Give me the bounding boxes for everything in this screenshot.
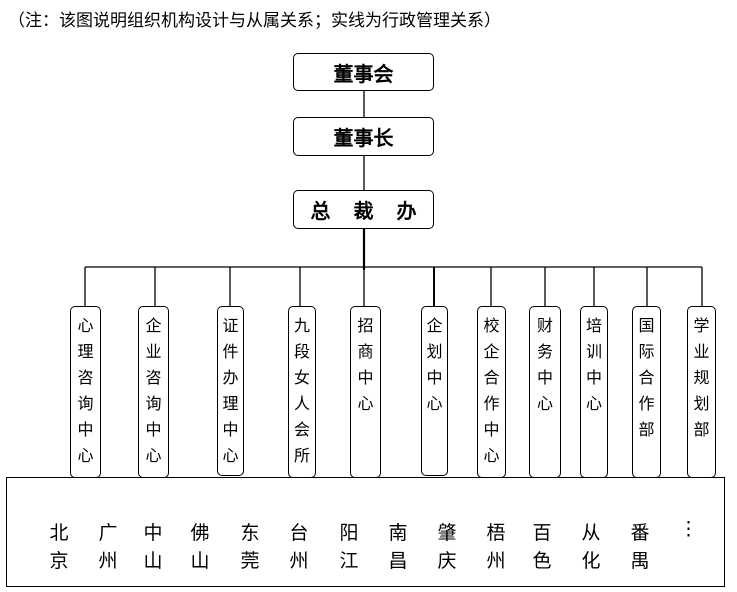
city-char-bottom: 色 [532, 550, 552, 572]
department-label: 校企合作中心 [483, 316, 500, 465]
city-name: 肇庆 [435, 519, 459, 575]
city-char-top: 台 [289, 522, 309, 544]
city-name: 东莞 [238, 519, 262, 575]
more-cities-ellipsis: ⋮ [679, 518, 698, 540]
department-label: 心理咨询中心 [77, 316, 94, 465]
city-name: 阳江 [337, 519, 361, 575]
department-label: 财务中心 [537, 316, 554, 413]
city-char-bottom: 莞 [240, 550, 260, 572]
city-char-top: 东 [240, 522, 260, 544]
diagram-note: （注：该图说明组织机构设计与从属关系；实线为行政管理关系） [8, 11, 501, 31]
city-char-top: 从 [581, 522, 601, 544]
department-node: 国际合作部 [632, 306, 661, 478]
city-char-bottom: 京 [49, 550, 69, 572]
city-char-bottom: 州 [289, 550, 309, 572]
city-char-top: 佛 [190, 522, 210, 544]
department-node: 企业咨询中心 [138, 306, 169, 478]
city-char-bottom: 山 [190, 550, 210, 572]
chairman-node: 董事长 [293, 117, 434, 156]
city-name: 佛山 [188, 519, 212, 575]
department-label: 企业咨询中心 [145, 316, 162, 465]
department-label: 企划中心 [426, 316, 443, 413]
department-node: 校企合作中心 [477, 306, 506, 478]
department-node: 企划中心 [421, 306, 448, 476]
city-name: 广州 [96, 519, 120, 575]
city-char-bottom: 昌 [388, 550, 408, 572]
department-label: 学业规划部 [693, 316, 710, 439]
city-name: 番禺 [628, 519, 652, 575]
department-label: 九段女人会所 [294, 316, 311, 465]
department-node: 心理咨询中心 [70, 306, 101, 478]
city-char-top: 肇 [437, 522, 457, 544]
department-node: 培训中心 [580, 306, 608, 478]
city-name: 从化 [579, 519, 603, 575]
city-char-bottom: 化 [581, 550, 601, 572]
city-char-top: 番 [630, 522, 650, 544]
city-char-top: 广 [98, 522, 118, 544]
department-node: 证件办理中心 [217, 306, 244, 476]
city-char-bottom: 州 [486, 550, 506, 572]
city-char-top: 中 [143, 522, 163, 544]
city-char-bottom: 庆 [437, 550, 457, 572]
cities-box: 北京广州中山佛山东莞台州阳江南昌肇庆梧州百色从化番禺 ⋮ [6, 477, 725, 587]
city-char-top: 梧 [486, 522, 506, 544]
city-char-bottom: 山 [143, 550, 163, 572]
department-label: 培训中心 [586, 316, 603, 413]
city-char-top: 南 [388, 522, 408, 544]
department-label: 招商中心 [357, 316, 374, 413]
city-name: 北京 [47, 519, 71, 575]
department-node: 招商中心 [350, 306, 381, 478]
city-char-top: 百 [532, 522, 552, 544]
city-char-top: 阳 [339, 522, 359, 544]
city-char-bottom: 州 [98, 550, 118, 572]
department-node: 九段女人会所 [288, 306, 316, 478]
department-label: 证件办理中心 [222, 316, 239, 465]
city-char-bottom: 江 [339, 550, 359, 572]
president-office-node: 总 裁 办 [293, 190, 434, 229]
department-node: 财务中心 [529, 306, 561, 478]
board-node: 董事会 [293, 53, 434, 91]
department-label: 国际合作部 [638, 316, 655, 439]
city-name: 中山 [141, 519, 165, 575]
city-name: 梧州 [484, 519, 508, 575]
city-char-bottom: 禺 [630, 550, 650, 572]
city-name: 百色 [530, 519, 554, 575]
department-node: 学业规划部 [687, 306, 716, 478]
city-char-top: 北 [49, 522, 69, 544]
city-name: 南昌 [386, 519, 410, 575]
city-name: 台州 [287, 519, 311, 575]
